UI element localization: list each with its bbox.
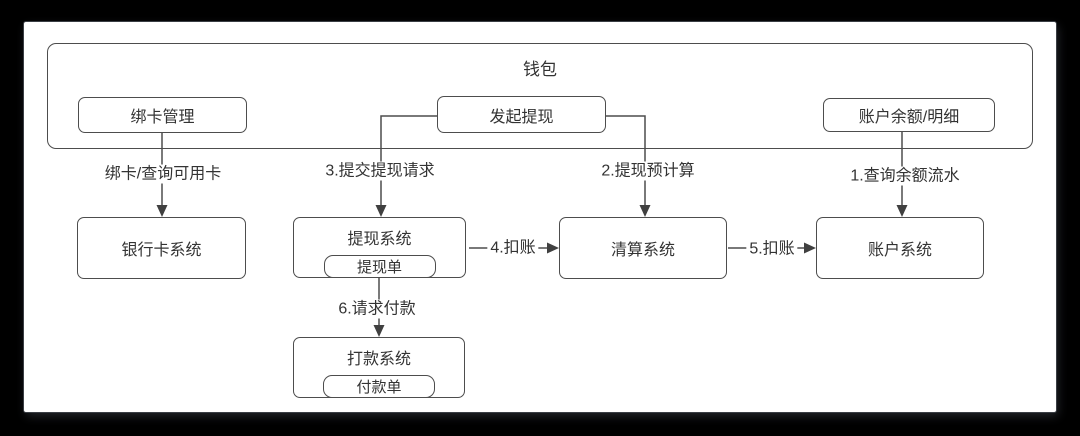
node-label: 账户余额/明细 [858,109,960,126]
node-sublabel: 付款单 [356,379,402,396]
edge-label-query-balance-flow: 1.查询余额流水 [847,166,963,186]
node-label: 打款系统 [346,351,411,368]
node-label: 账户系统 [867,242,932,259]
wallet-title: 钱包 [523,60,557,79]
edge-label-bind-query-card: 绑卡/查询可用卡 [101,164,225,184]
node-sublabel: 提现单 [356,259,402,276]
node-initiate-withdrawal: 发起提现 [437,96,606,133]
node-bank-card-system: 银行卡系统 [77,217,246,279]
edge-label-deduct-account-4: 4.扣账 [487,238,539,258]
node-label: 清算系统 [610,242,675,259]
edge-label-withdrawal-precalc: 2.提现预计算 [598,161,698,181]
node-withdrawal-system: 提现系统 提现单 [293,217,466,278]
node-label: 绑卡管理 [130,109,195,126]
edge-label-request-payment: 6.请求付款 [335,299,419,319]
wallet-container: 钱包 [47,43,1033,149]
node-clearing-system: 清算系统 [559,217,727,279]
edge-label-deduct-account-5: 5.扣账 [746,239,798,259]
node-withdrawal-order: 提现单 [323,255,436,278]
diagram-page: 钱包 绑卡管理 发起提现 账户余额/明细 银行卡系统 提现系统 提现单 清算系统… [24,22,1056,412]
node-payout-system: 打款系统 付款单 [293,337,465,398]
node-payment-order: 付款单 [323,375,435,398]
node-account-system: 账户系统 [816,217,984,279]
node-label: 发起提现 [489,108,554,126]
node-label: 银行卡系统 [121,242,202,259]
node-account-balance-detail: 账户余额/明细 [823,98,995,132]
node-bind-card-management: 绑卡管理 [78,97,247,133]
node-label: 提现系统 [347,231,412,248]
edge-label-submit-withdrawal-request: 3.提交提现请求 [322,161,438,181]
